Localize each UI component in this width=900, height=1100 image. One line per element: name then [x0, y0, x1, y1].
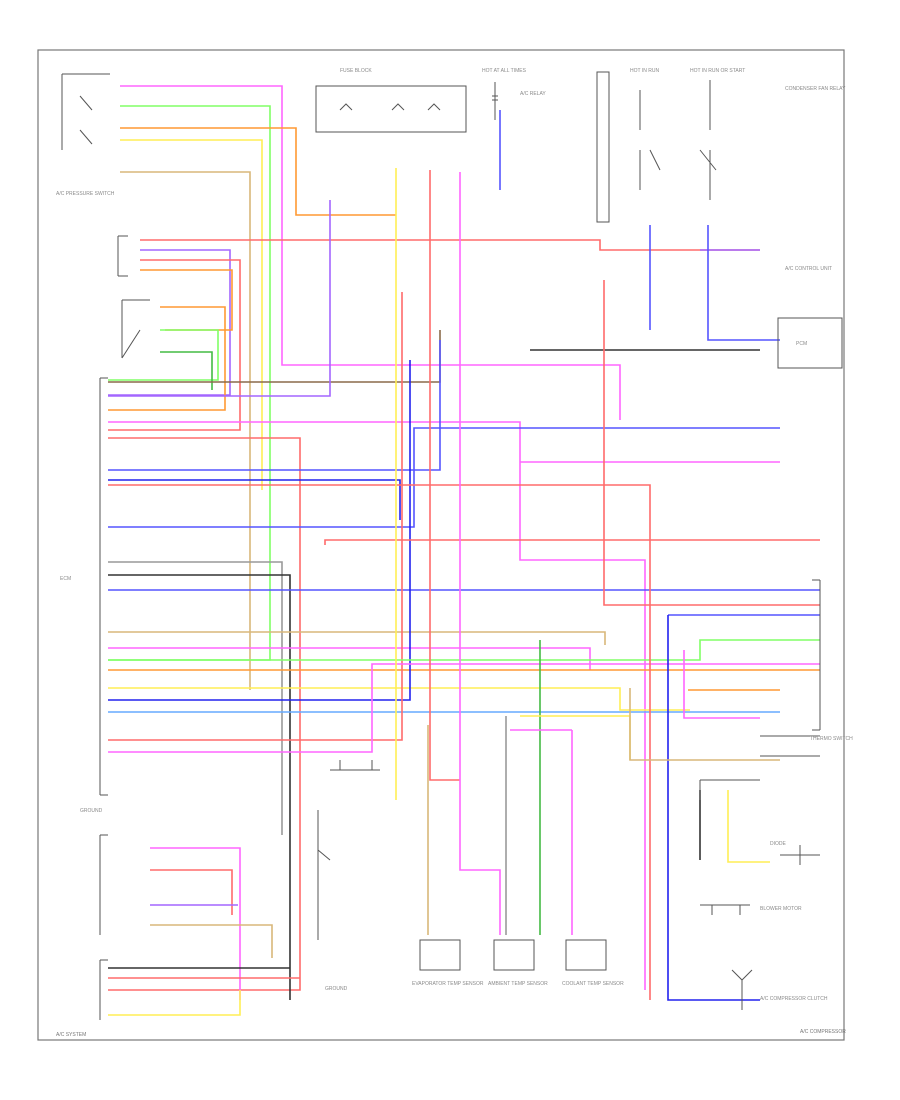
label-sensor-2: AMBIENT TEMP SENSOR — [488, 981, 548, 987]
wire-green-top — [108, 105, 271, 661]
clutch-symbol — [731, 969, 753, 1010]
wire-tan-ecm — [108, 631, 606, 645]
wire-yellow-lower — [520, 715, 631, 760]
label-control-unit: A/C CONTROL UNIT — [785, 266, 832, 272]
sensor-2-box — [493, 939, 535, 971]
wire-green-switch-1 — [108, 329, 219, 381]
wire-yellow-top — [120, 139, 263, 490]
wire-red-top-1 — [429, 170, 460, 781]
diode-symbol — [780, 845, 820, 865]
footer-right-label: A/C COMPRESSOR — [800, 1029, 846, 1035]
switch-symbol — [121, 299, 150, 359]
wire-red-harness-2 — [108, 259, 241, 431]
footer-left-label: A/C SYSTEM — [56, 1032, 86, 1038]
wire-pink-top-1 — [459, 172, 501, 935]
label-ground-1: GROUND — [325, 986, 348, 992]
wire-red-bottom — [150, 869, 233, 915]
wire-yellow-right — [727, 790, 770, 863]
thermo-bracket — [760, 735, 820, 757]
wire-yellow-ecm — [108, 687, 690, 711]
control-unit-bracket — [699, 779, 760, 800]
wire-group — [108, 85, 820, 1016]
relay-left-box — [596, 71, 610, 223]
wire-violet-harness — [108, 249, 231, 396]
wire-orange-switch — [108, 306, 226, 411]
wire-violet-ecm — [108, 200, 331, 397]
wire-tan-top — [120, 171, 251, 690]
wire-orange-harness — [140, 269, 233, 331]
label-pcm: PCM — [796, 341, 807, 347]
label-hot-fuse: HOT AT ALL TIMES — [482, 68, 527, 74]
wire-pink-bottom — [150, 847, 241, 1000]
wire-gray-ecm — [108, 561, 283, 835]
fuse-symbols — [339, 103, 441, 111]
wire-orange-top — [120, 127, 396, 216]
diagram-border — [37, 49, 845, 1041]
label-ground-2: GROUND — [80, 808, 103, 814]
wire-red-harness-1 — [140, 239, 760, 251]
wire-yellow-bottom — [108, 990, 241, 1016]
pcm-bracket — [812, 579, 821, 731]
blower-motor-symbol — [700, 904, 750, 915]
bottom-left-bracket — [99, 959, 108, 1020]
wire-blue-right-2 — [707, 225, 780, 341]
wire-blue-ecm-1 — [108, 340, 441, 471]
wire-black-ecm — [108, 574, 291, 1000]
label-hot-run-start: HOT IN RUN OR START — [690, 68, 745, 74]
relay-right-coil — [699, 80, 717, 200]
sensor-1-box — [419, 939, 461, 971]
wire-red-right — [108, 484, 651, 1000]
wire-pink-ecm-3 — [108, 663, 820, 753]
wire-pink-right-2 — [683, 650, 760, 719]
wire-red-right-2 — [603, 280, 820, 606]
wire-red-ecm-2 — [108, 292, 403, 741]
relay-lower-coil — [317, 810, 331, 940]
label-sensor-1: EVAPORATOR TEMP SENSOR — [412, 981, 484, 987]
label-sensor-3: COOLANT TEMP SENSOR — [562, 981, 624, 987]
label-ecm: ECM — [60, 576, 71, 582]
fuse-block-box — [315, 85, 467, 133]
wire-red-long — [324, 539, 820, 545]
wire-green-switch-2 — [160, 351, 213, 390]
wire-blue-long — [108, 427, 780, 528]
wire-tan-right — [629, 688, 780, 761]
label-group: A/C PRESSURE SWITCH FUSE BLOCK HOT AT AL… — [56, 68, 853, 1002]
wire-pink-ecm — [108, 421, 646, 990]
label-hot-run: HOT IN RUN — [630, 68, 659, 74]
hot-fuse-symbol — [492, 82, 498, 120]
label-relay-right: CONDENSER FAN RELAY — [785, 86, 846, 92]
relay-lower-symbol — [330, 760, 380, 771]
label-fuse-block: FUSE BLOCK — [340, 68, 372, 74]
relay-left-coil — [639, 90, 661, 190]
wire-blue-ecm-4 — [108, 360, 411, 701]
label-diode: DIODE — [770, 841, 787, 847]
label-thermo-switch: THERMO SWITCH — [810, 736, 853, 742]
wire-blue-ecm-2 — [108, 479, 401, 520]
wire-green-ecm-2 — [108, 639, 820, 661]
wire-blue-right-4 — [667, 615, 760, 1001]
label-clutch: A/C COMPRESSOR CLUTCH — [760, 996, 828, 1002]
pcm-connector — [777, 317, 843, 369]
sensor-3-box — [565, 939, 607, 971]
wire-red-ecm — [108, 437, 301, 991]
pressure-switch-bracket — [61, 73, 110, 150]
device-group — [61, 71, 843, 1020]
ecm-connector — [99, 377, 108, 796]
wire-tan-bottom — [150, 924, 273, 958]
sensor-left-bracket — [99, 834, 108, 935]
wire-pink-top — [120, 85, 621, 420]
label-pressure-switch: A/C PRESSURE SWITCH — [56, 191, 115, 197]
wire-brown-ecm — [108, 330, 441, 383]
label-blower-motor: BLOWER MOTOR — [760, 906, 802, 912]
label-relay-left: A/C RELAY — [520, 91, 546, 97]
harness-connector — [117, 235, 128, 277]
wire-pink-ecm-2 — [108, 647, 591, 670]
